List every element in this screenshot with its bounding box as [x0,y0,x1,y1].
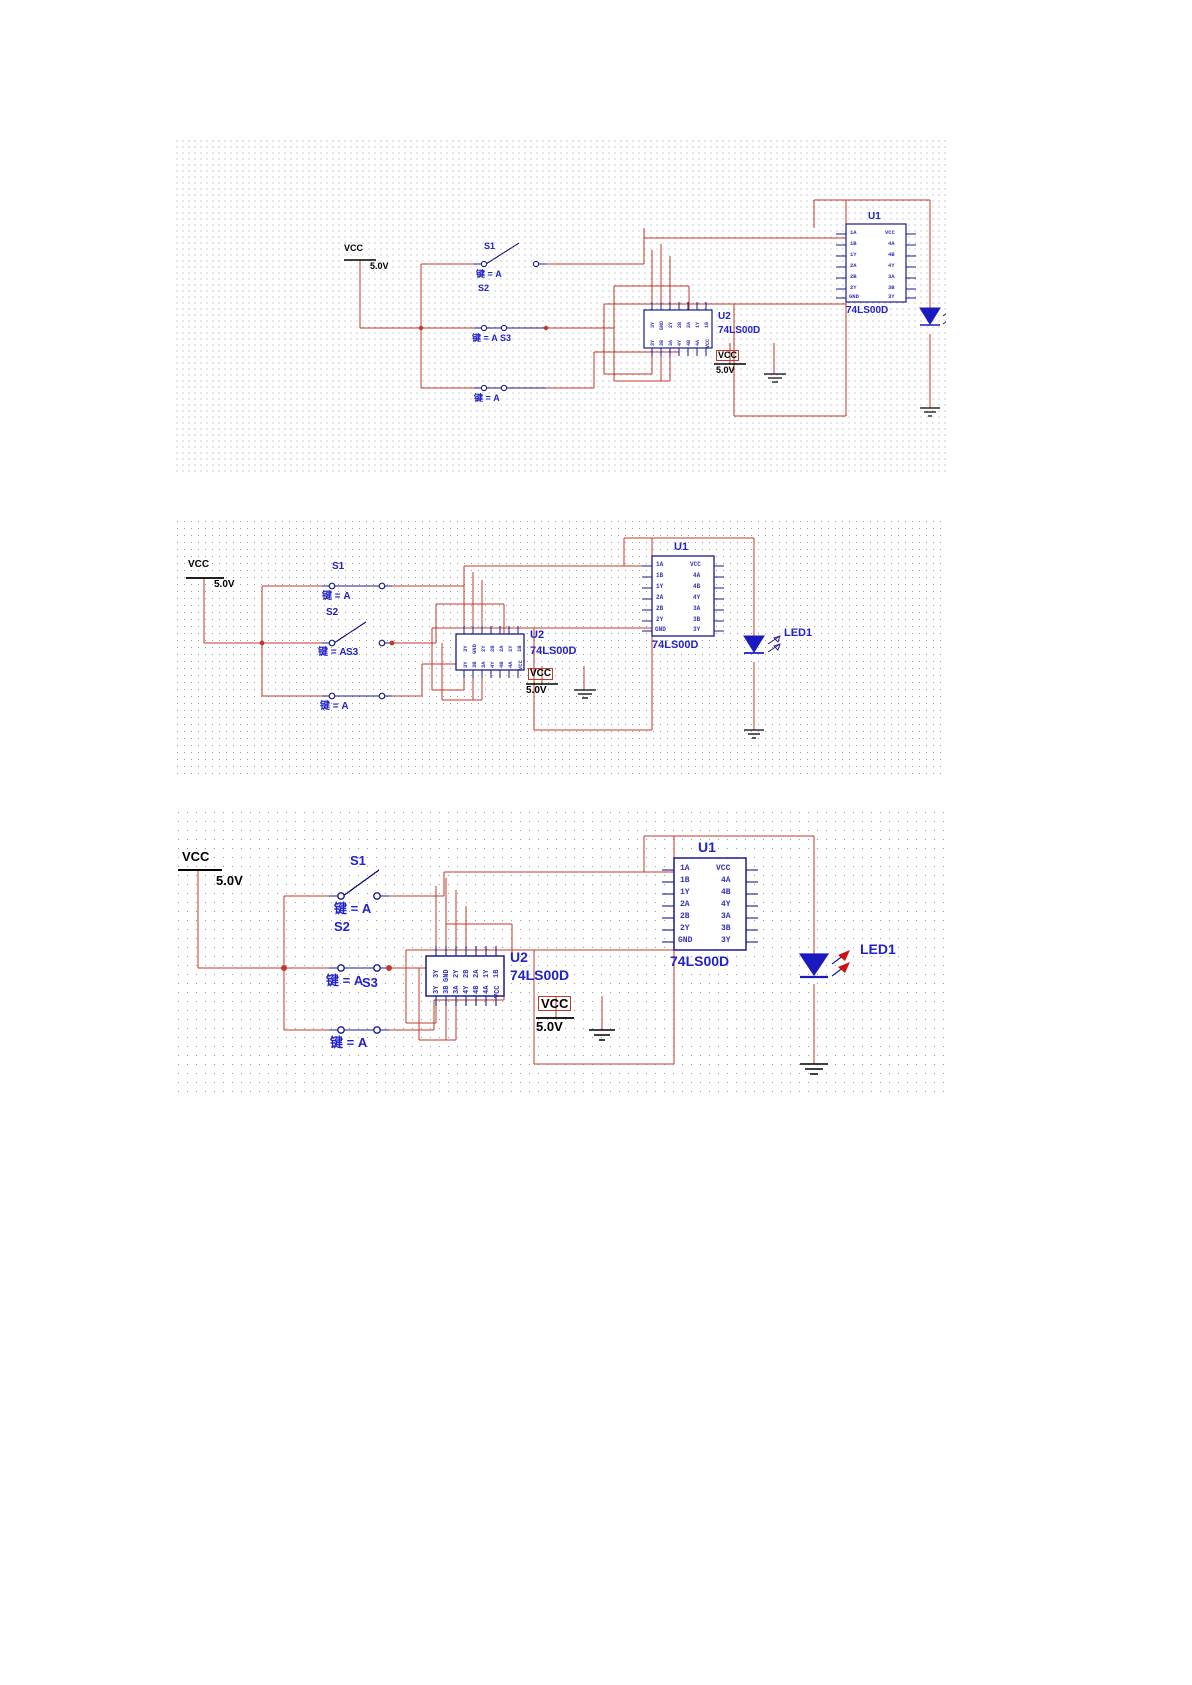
switch-terminal [328,639,336,647]
ic-u2-part: 74LS00D [510,967,570,983]
switch-s1-key: 键 = A [334,901,372,916]
led-ground-symbol [744,729,764,739]
switch-s2-ref[interactable]: S2 [334,919,350,934]
u2-ground-symbol [574,689,596,699]
figure-2-wires [186,537,781,739]
ic-u1-part: 74LS00D [846,305,889,316]
switch-terminal [373,1026,381,1034]
vcc-value: 5.0V [214,579,235,590]
u2-ground-symbol [589,1029,615,1041]
switch-terminal [532,260,540,268]
switch-s1-ref[interactable]: S1 [350,853,366,868]
led1-ref[interactable]: LED1 [784,627,813,639]
switch-s3-key: 键 = A [320,701,349,712]
ic-u2-body [455,633,525,671]
switch-s3-key: 键 = A [330,1035,368,1050]
switch-s1-ref[interactable]: S1 [484,241,496,251]
ic-u2-ref[interactable]: U2 [510,949,528,965]
u2-vcc-label: VCC [528,668,554,680]
ic-u1-body [673,857,747,951]
ic-u2-ref[interactable]: U2 [718,311,731,322]
vcc-value: 5.0V [216,873,243,888]
led1-symbol [798,950,850,979]
switch-terminal [500,384,508,392]
schematic-grid [174,518,946,776]
switch-s2-key: 键 = A [472,333,498,343]
ic-u1-part: 74LS00D [670,953,730,969]
switch-terminal [373,892,381,900]
switch-terminal [373,964,381,972]
junction-dot [389,640,395,646]
figure-1: VCC 5.0V S1 键 = A S2 键 = A S3 键 = A U2 7… [174,138,946,472]
led1-symbol [919,307,946,326]
switch-terminal [480,260,488,268]
u2-vcc-label: VCC [538,996,572,1011]
switch-s2-ref[interactable]: S2 [326,607,339,618]
switch-terminal [500,324,508,332]
ic-u2-part: 74LS00D [530,645,577,657]
junction-dot [418,325,424,331]
vcc-value: 5.0V [370,261,389,271]
led-ground-symbol [800,1063,828,1075]
junction-dot [543,325,549,331]
switch-s1-key: 键 = A [476,269,502,279]
switch-terminal [328,582,336,590]
switch-terminal [480,324,488,332]
switch-s3-ref[interactable]: S3 [346,647,359,658]
ic-u2-ref[interactable]: U2 [530,629,545,641]
ic-u1-body [845,223,907,303]
figure-2: VCC 5.0V S1 键 = A S2 键 = A S3 键 = A U2 7… [174,518,946,776]
switch-s3-ref[interactable]: S3 [362,975,378,990]
u2-ground-symbol [764,373,786,383]
ic-u1-body [651,555,715,637]
ic-u1-ref[interactable]: U1 [868,211,881,222]
switch-terminal [378,639,386,647]
vcc-label: VCC [182,849,210,864]
switch-terminal [328,692,336,700]
led1-ref[interactable]: LED1 [860,941,896,957]
switch-terminal [337,964,345,972]
junction-dot [386,965,392,971]
junction-dot [281,965,287,971]
switch-s3-key: 键 = A [474,393,500,403]
figure-1-wires [344,199,946,417]
switch-s1-key: 键 = A [322,591,351,602]
u2-vcc-value: 5.0V [716,365,735,375]
u2-vcc-label: VCC [716,350,740,361]
ic-u2-part: 74LS00D [718,325,761,336]
u2-vcc-value: 5.0V [536,1019,563,1034]
switch-terminal [378,692,386,700]
vcc-label: VCC [344,243,364,253]
switch-s3-ref[interactable]: S3 [500,333,512,343]
ic-u1-ref[interactable]: U1 [674,541,689,553]
switch-s2-ref[interactable]: S2 [478,283,490,293]
ic-u2-body [643,309,713,349]
led-ground-symbol [920,407,940,417]
switch-terminal [480,384,488,392]
switch-terminal [337,1026,345,1034]
ic-u2-body [425,955,505,997]
figure-3-wires [178,835,850,1075]
switch-terminal [337,892,345,900]
ic-u1-part: 74LS00D [652,639,699,651]
led1-symbol [743,635,781,654]
vcc-label: VCC [188,559,210,570]
figure-3: VCC 5.0V S1 键 = A S2 键 = A S3 键 = A U2 7… [174,808,946,1093]
junction-dot [259,640,265,646]
switch-terminal [378,582,386,590]
ic-u1-ref[interactable]: U1 [698,839,716,855]
u2-vcc-value: 5.0V [526,685,547,696]
switch-s1-ref[interactable]: S1 [332,561,345,572]
switch-s2-key: 键 = A [326,973,364,988]
switch-s2-key: 键 = A [318,647,347,658]
